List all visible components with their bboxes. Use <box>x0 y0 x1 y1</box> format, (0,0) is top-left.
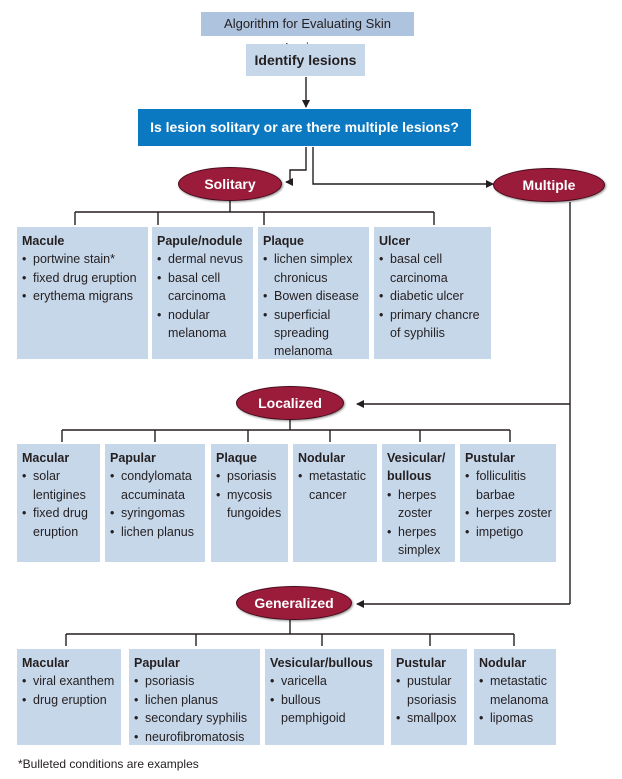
box-heading: Plaque <box>263 234 304 248</box>
box-item: Bowen disease <box>263 287 365 305</box>
box-item: varicella <box>270 672 380 690</box>
box-item: basal cell carcinoma <box>379 250 487 287</box>
box-item: solar lentigines <box>22 467 96 504</box>
box-item: nodular melanoma <box>157 306 249 343</box>
box-item: smallpox <box>396 709 463 727</box>
box-item: psoriasis <box>134 672 256 690</box>
localized-macular-box: Macular solar lentigines fixed drug erup… <box>17 444 100 562</box>
solitary-or-multiple-question: Is lesion solitary or are there multiple… <box>138 109 471 146</box>
box-heading: Papular <box>134 656 180 670</box>
solitary-plaque-box: Plaque lichen simplex chronicus Bowen di… <box>258 227 369 359</box>
generalized-papular-box: Papular psoriasis lichen planus secondar… <box>129 649 260 745</box>
generalized-node: Generalized <box>236 586 352 620</box>
box-item: basal cell carcinoma <box>157 269 249 306</box>
box-item: condylomata accuminata <box>110 467 201 504</box>
box-heading: Macule <box>22 234 65 248</box>
localized-vesicular-bullous-box: Vesicular/ bullous herpes zoster herpes … <box>382 444 455 562</box>
solitary-ulcer-box: Ulcer basal cell carcinoma diabetic ulce… <box>374 227 491 359</box>
generalized-vesicular-bullous-box: Vesicular/bullous varicella bullous pemp… <box>265 649 384 745</box>
box-heading: Papular <box>110 451 156 465</box>
box-heading: Vesicular/ bullous <box>387 451 446 484</box>
box-item: secondary syphilis <box>134 709 256 727</box>
box-heading: Nodular <box>479 656 527 670</box>
box-item: diabetic ulcer <box>379 287 487 305</box>
box-item: lichen simplex chronicus <box>263 250 365 287</box>
box-item: viral exanthem <box>22 672 117 690</box>
box-item: erythema migrans <box>22 287 144 305</box>
box-item: impetigo <box>465 523 552 541</box>
box-heading: Vesicular/bullous <box>270 656 373 670</box>
box-item: herpes zoster <box>465 504 552 522</box>
box-heading: Papule/nodule <box>157 234 243 248</box>
box-item: lichen planus <box>134 691 256 709</box>
box-heading: Ulcer <box>379 234 411 248</box>
generalized-pustular-box: Pustular pustular psoriasis smallpox <box>391 649 467 745</box>
box-item: metastatic cancer <box>298 467 373 504</box>
localized-plaque-box: Plaque psoriasis mycosis fungoides <box>211 444 288 562</box>
box-item: portwine stain* <box>22 250 144 268</box>
box-item: primary chancre of syphilis <box>379 306 487 343</box>
box-item: metastatic melanoma <box>479 672 552 709</box>
box-heading: Plaque <box>216 451 257 465</box>
localized-papular-box: Papular condylomata accuminata syringoma… <box>105 444 205 562</box>
box-heading: Nodular <box>298 451 346 465</box>
localized-node: Localized <box>236 386 344 420</box>
box-item: psoriasis <box>216 467 284 485</box>
box-item: drug eruption <box>22 691 117 709</box>
solitary-papule-nodule-box: Papule/nodule dermal nevus basal cell ca… <box>152 227 253 359</box>
localized-pustular-box: Pustular folliculitis barbae herpes zost… <box>460 444 556 562</box>
box-item: fixed drug eruption <box>22 269 144 287</box>
box-heading: Pustular <box>396 656 447 670</box>
box-heading: Pustular <box>465 451 516 465</box>
box-heading: Macular <box>22 656 70 670</box>
box-item: bullous pemphigoid <box>270 691 380 728</box>
box-item: lichen planus <box>110 523 201 541</box>
box-item: folliculitis barbae <box>465 467 552 504</box>
multiple-node: Multiple <box>493 168 605 202</box>
box-item: superficial spreading melanoma <box>263 306 365 361</box>
footnote: *Bulleted conditions are examples <box>18 757 199 771</box>
localized-nodular-box: Nodular metastatic cancer <box>293 444 377 562</box>
box-item: lipomas <box>479 709 552 727</box>
solitary-node: Solitary <box>178 167 282 201</box>
box-item: syringomas <box>110 504 201 522</box>
box-item: herpes zoster <box>387 486 451 523</box>
solitary-macule-box: Macule portwine stain* fixed drug erupti… <box>17 227 148 359</box>
box-item: pustular psoriasis <box>396 672 463 709</box>
diagram-title: Algorithm for Evaluating Skin Lesions <box>201 12 414 55</box>
generalized-nodular-box: Nodular metastatic melanoma lipomas <box>474 649 556 745</box>
box-item: dermal nevus <box>157 250 249 268</box>
generalized-macular-box: Macular viral exanthem drug eruption <box>17 649 121 745</box>
box-item: mycosis fungoides <box>216 486 284 523</box>
box-heading: Macular <box>22 451 70 465</box>
box-item: neurofibromatosis <box>134 728 256 746</box>
box-item: fixed drug eruption <box>22 504 96 541</box>
identify-lesions-step: Identify lesions <box>246 44 365 76</box>
box-item: herpes simplex <box>387 523 451 560</box>
